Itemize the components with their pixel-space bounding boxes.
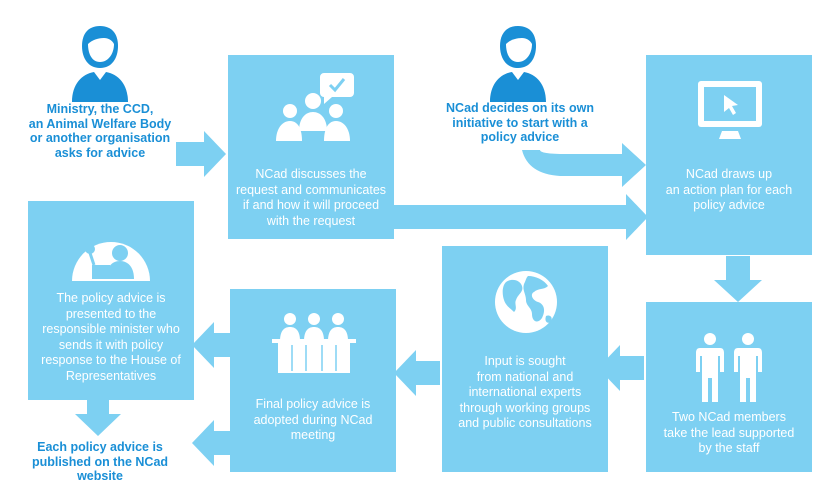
arrow-action-to-members	[714, 256, 762, 302]
step-input-box: Input is sought from national and intern…	[442, 246, 608, 472]
step-two-members-text: Two NCad members take the lead supported…	[663, 410, 795, 455]
published-text: Each policy advice is published on the N…	[31, 440, 169, 483]
actor-ncad-own-text: NCad decides on its own initiative to st…	[446, 101, 594, 144]
globe-icon	[495, 271, 557, 333]
step-presented-text: The policy advice is presented to the re…	[41, 291, 181, 383]
two-people-icon	[696, 333, 762, 402]
arrow-discuss-to-action	[394, 194, 648, 240]
step-final-text: Final policy advice is adopted during NC…	[253, 397, 373, 442]
step-discuss-text: NCad discusses the request and communica…	[235, 167, 387, 228]
person-icon	[72, 26, 128, 102]
monitor-icon	[698, 81, 762, 139]
step-discuss-box: NCad discusses the request and communica…	[228, 55, 394, 239]
arrow-ncad-to-action	[522, 143, 646, 187]
step-final-box: Final policy advice is adopted during NC…	[230, 289, 396, 472]
step-action-plan-box: NCad draws up an action plan for each po…	[646, 55, 812, 255]
step-two-members-box: Two NCad members take the lead supported…	[646, 302, 812, 472]
arrow-ministry-to-discuss	[176, 131, 226, 177]
arrow-presented-to-published	[75, 400, 121, 436]
step-action-plan-text: NCad draws up an action plan for each po…	[665, 167, 793, 212]
meeting-chat-icon	[276, 73, 354, 141]
step-presented-box: The policy advice is presented to the re…	[28, 201, 194, 400]
speaker-podium-icon	[72, 242, 150, 281]
arrow-members-to-input	[598, 345, 644, 391]
committee-table-icon	[272, 313, 356, 373]
arrow-input-to-final	[394, 350, 440, 396]
step-input-text: Input is sought from national and intern…	[458, 354, 592, 430]
arrow-final-to-published	[192, 420, 232, 466]
person-icon	[490, 26, 546, 102]
actor-ministry-text: Ministry, the CCD, an Animal Welfare Bod…	[28, 102, 172, 160]
arrow-final-to-presented	[192, 322, 232, 368]
